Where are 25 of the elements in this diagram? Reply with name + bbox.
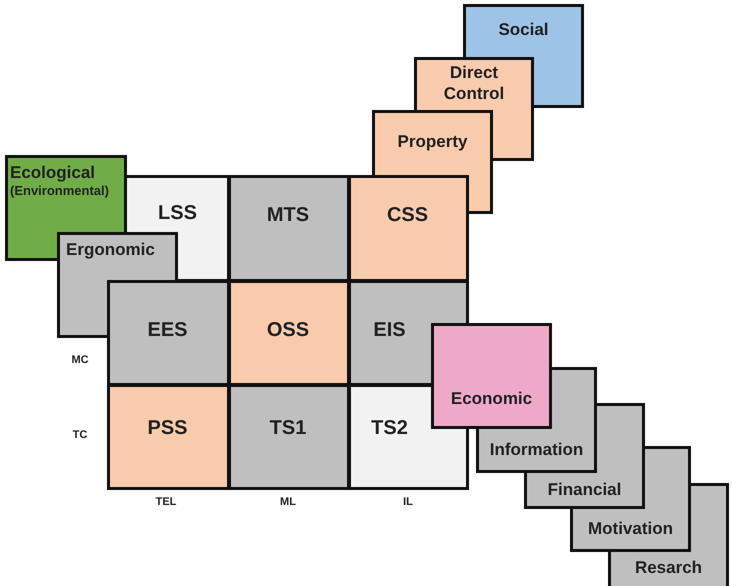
box-title: Financial — [548, 480, 622, 500]
box-title: Economic — [450, 389, 532, 410]
axis-label: TC — [72, 429, 88, 441]
box-title: TS1 — [270, 416, 306, 440]
axis-label: ML — [280, 496, 296, 508]
box-title: Direct Control — [442, 63, 506, 104]
axis-label: MC — [71, 354, 89, 366]
box-title: Ergonomic — [66, 240, 155, 260]
box-title: Ecological — [10, 163, 96, 184]
box-title: MTS — [266, 203, 310, 227]
box-title: LSS — [158, 201, 197, 225]
axis-label: IL — [403, 496, 413, 508]
box-title: CSS — [386, 203, 428, 227]
box-title: Motivation — [588, 519, 673, 540]
box-title: OSS — [266, 318, 310, 342]
box-title: Information — [490, 440, 584, 460]
box-title: EES — [147, 318, 188, 342]
box-title: TS2 — [371, 416, 408, 440]
axis-label: TEL — [156, 496, 176, 508]
box-title: PSS — [147, 416, 188, 440]
box-subtitle: (Environmental) — [10, 183, 109, 199]
box-title: EIS — [373, 318, 406, 342]
box-title: Social — [498, 20, 549, 41]
box-title: Property — [398, 132, 468, 153]
box-title: Resarch — [634, 558, 702, 579]
